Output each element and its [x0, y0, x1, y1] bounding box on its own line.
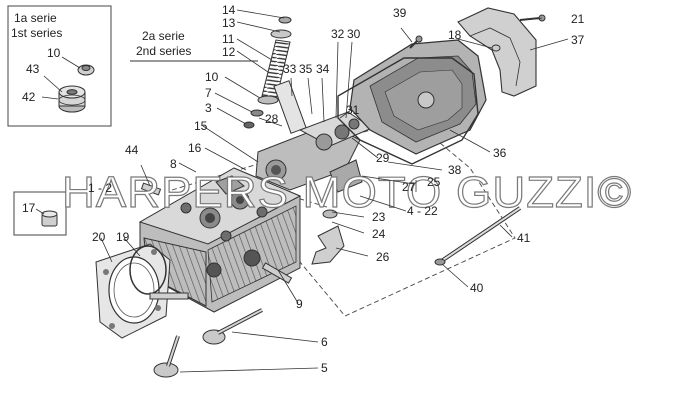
part-17-inset: [13, 191, 67, 236]
bracket-26: [311, 225, 345, 265]
callout-numbers: 14 13 11 12 10 7 3 15 16 8 44 1 - 2 17 2…: [22, 3, 585, 375]
series-2-label-it: 2a serie: [142, 29, 185, 43]
valve-6: [202, 308, 263, 345]
callout-6: 6: [321, 335, 328, 349]
callout-38: 38: [448, 163, 462, 177]
callout-9: 9: [296, 297, 303, 311]
cover-guard: [457, 7, 537, 97]
callout-10-main: 10: [205, 70, 219, 84]
sealing-ring: [129, 245, 167, 295]
callout-39: 39: [393, 6, 407, 20]
series-1-label-en: 1st series: [11, 26, 62, 40]
callout-29: 29: [376, 151, 390, 165]
callout-27: 27: [402, 180, 416, 194]
series-1-label-it: 1a serie: [14, 11, 57, 25]
callout-41: 41: [517, 231, 531, 245]
valve-5: [153, 335, 180, 378]
cover-gasket: [337, 57, 479, 165]
inset-spring-seat: [58, 85, 86, 113]
callout-7: 7: [205, 86, 212, 100]
callout-13: 13: [222, 16, 236, 30]
callout-37: 37: [571, 33, 585, 47]
inset-valve-cap: [77, 64, 95, 76]
series-2-label-en: 2nd series: [136, 44, 191, 58]
callout-11: 11: [222, 32, 235, 46]
callout-33: 33: [283, 62, 297, 76]
callout-15: 15: [194, 119, 208, 133]
callout-20: 20: [92, 230, 106, 244]
callout-16: 16: [188, 141, 202, 155]
callout-18: 18: [448, 28, 462, 42]
callout-40: 40: [470, 281, 484, 295]
callout-1-2: 1 - 2: [88, 181, 112, 195]
callout-36: 36: [493, 146, 507, 160]
callout-44: 44: [125, 143, 139, 157]
callout-25: 25: [427, 175, 441, 189]
second-series-bracket: 2a serie 2nd series: [130, 29, 258, 62]
callout-3: 3: [205, 101, 212, 115]
callout-31: 31: [346, 103, 360, 117]
callout-43: 43: [26, 62, 40, 76]
long-stud: [434, 206, 522, 266]
callout-24: 24: [372, 227, 386, 241]
valve-cover: [349, 39, 487, 155]
leader-lines: [100, 9, 569, 373]
callout-17: 17: [22, 201, 36, 215]
callout-14: 14: [222, 3, 236, 17]
callout-10-inset: 10: [47, 46, 61, 60]
callout-26: 26: [376, 250, 390, 264]
callout-28: 28: [265, 112, 279, 126]
callout-35: 35: [299, 62, 313, 76]
screw-39: [409, 35, 423, 49]
stud-bolts: [140, 182, 293, 300]
first-series-inset: 1a serie 1st series: [7, 5, 112, 127]
callout-12: 12: [222, 45, 236, 59]
callout-42: 42: [22, 90, 36, 104]
watermark: HARPERS MOTO GUZZI©: [62, 168, 632, 217]
head-gasket: [95, 243, 171, 339]
callout-32: 32: [331, 27, 345, 41]
cylinder-head: [138, 167, 302, 313]
callout-34: 34: [316, 62, 330, 76]
callout-5: 5: [321, 361, 328, 375]
callout-4-22: 4 - 22: [407, 204, 438, 218]
valve-spring-stack: [243, 16, 292, 129]
callout-8: 8: [170, 157, 177, 171]
callout-30: 30: [347, 27, 361, 41]
callout-21: 21: [571, 12, 585, 26]
rocker-assembly: [255, 80, 374, 219]
callout-23: 23: [372, 210, 386, 224]
callout-19: 19: [116, 230, 130, 244]
washer-18: [491, 44, 501, 52]
